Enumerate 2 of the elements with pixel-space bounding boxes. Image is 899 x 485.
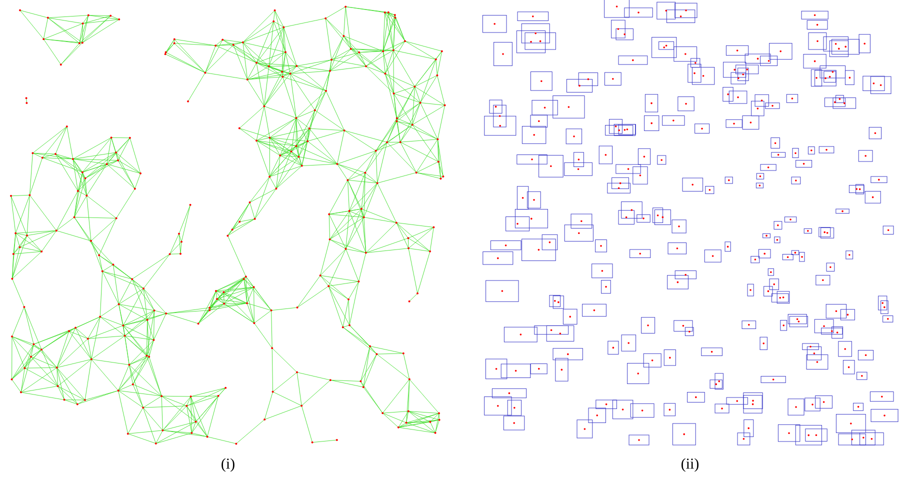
panel-label: (ii)	[682, 458, 698, 472]
panel-label: (i)	[222, 458, 234, 472]
